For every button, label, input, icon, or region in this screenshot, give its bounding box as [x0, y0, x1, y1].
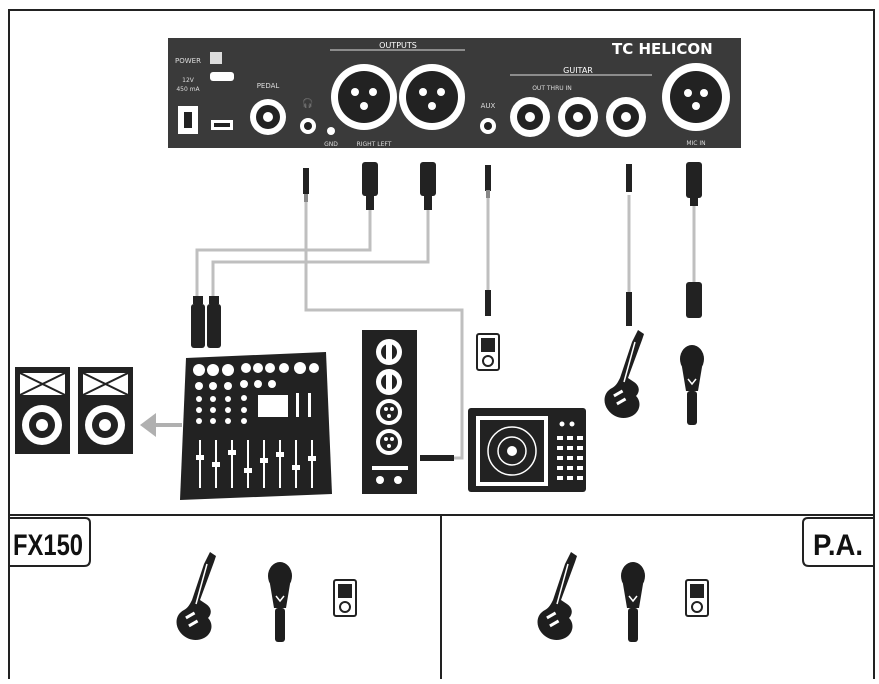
guitar-in-jack — [606, 97, 646, 137]
guitar-sub-label: OUT THRU IN — [532, 85, 572, 92]
power-label: POWER — [175, 57, 201, 65]
power-voltage: 12V — [182, 77, 195, 84]
gnd-label: GND — [324, 141, 338, 148]
device-rear-panel: POWER 12V 450 mA PEDAL 🎧 GND OUTPUTS — [168, 38, 741, 148]
pa-label: P.A. — [813, 529, 863, 562]
outputs-sub-label: RIGHT LEFT — [357, 141, 392, 148]
mp3-player-icon — [476, 333, 500, 371]
mixer-icon — [180, 352, 332, 500]
fx150-section: FX150 — [8, 517, 357, 643]
fx150-label: FX150 — [13, 529, 83, 562]
pedal-label: PEDAL — [257, 82, 280, 90]
audio-interface-icon — [362, 330, 417, 494]
arrow-to-speakers — [140, 413, 182, 437]
cable-plugs — [191, 162, 702, 461]
output-left-xlr — [399, 64, 465, 130]
guitar-thru-jack — [558, 97, 598, 137]
power-current: 450 mA — [176, 86, 200, 93]
guitar-amp-icon — [468, 408, 586, 492]
speaker-icon-2 — [78, 367, 133, 454]
fx150-mp3-player-icon — [333, 579, 357, 617]
lock-icon — [210, 52, 222, 64]
headphone-icon: 🎧 — [302, 97, 313, 109]
mic-in-xlr — [662, 63, 730, 131]
pa-section: P.A. — [536, 517, 875, 643]
guitar-out-jack — [510, 97, 550, 137]
mic-in-label: MIC IN — [686, 140, 705, 147]
speaker-icon — [15, 367, 70, 454]
cables — [195, 195, 696, 460]
outputs-label: OUTPUTS — [379, 41, 417, 50]
aux-label: AUX — [481, 102, 496, 110]
output-right-xlr — [331, 64, 397, 130]
brand-logo: TC HELICON — [612, 40, 713, 58]
pa-mp3-player-icon — [685, 579, 709, 617]
guitar-label: GUITAR — [563, 66, 593, 75]
kensington-slot — [210, 72, 234, 81]
